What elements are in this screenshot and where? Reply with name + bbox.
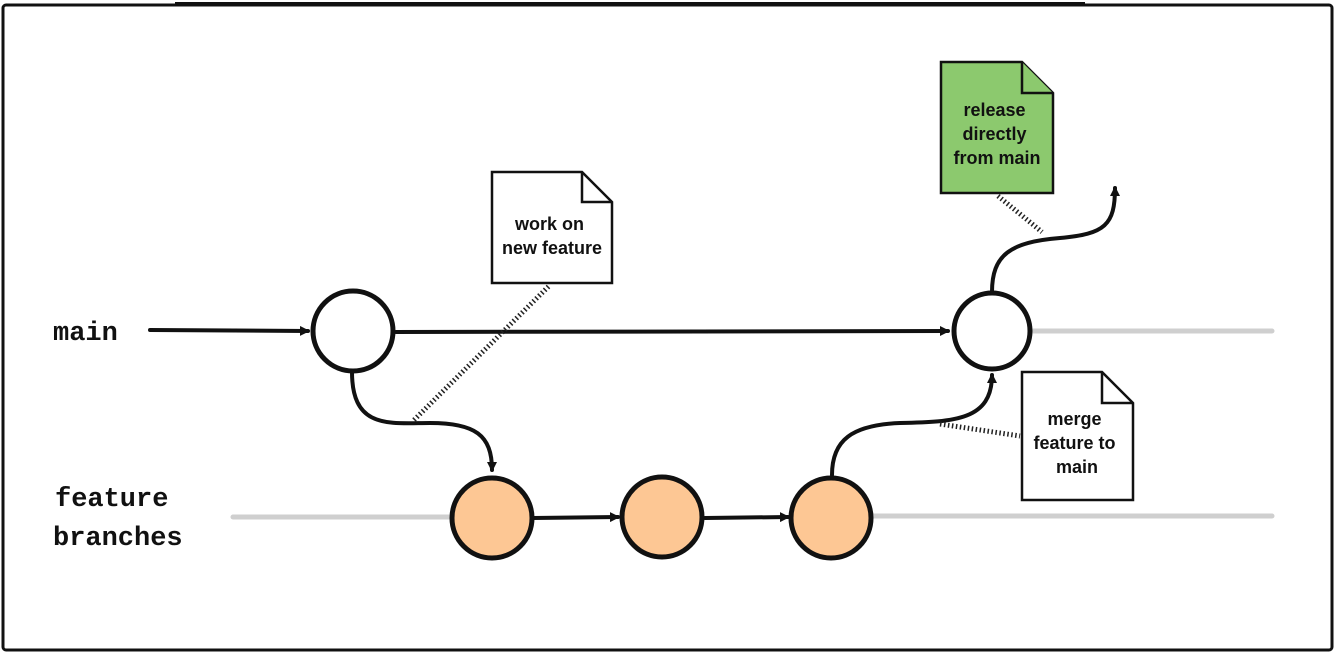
merge-note: merge feature to main (1020, 370, 1135, 502)
work-note-line1: work on (514, 214, 584, 234)
main-commit-1 (310, 288, 396, 374)
release-note-paper (939, 60, 1055, 195)
branch-off-arrow (350, 370, 497, 472)
release-note-line1: release (963, 100, 1025, 120)
feature-commit-3 (788, 475, 874, 561)
feature-commit-2 (619, 474, 705, 560)
main-entry-arrow (148, 325, 310, 336)
release-note-line2: directly (962, 124, 1026, 144)
release-note-line3: from main (953, 148, 1040, 168)
merge-note-line3: main (1056, 457, 1098, 477)
feature-lane-label-line2: branches (53, 524, 183, 554)
merge-note-fold (1100, 372, 1133, 405)
feature-arrow-1 (531, 512, 620, 523)
release-note: release directly from main (939, 60, 1055, 195)
main-commit-2 (951, 290, 1033, 372)
work-note-line2: new feature (502, 238, 602, 258)
feature-lane-label-line1: feature (55, 485, 168, 515)
svg-text:merge feature to m: merge feature to main (1033, 409, 1120, 477)
work-note: work on new feature (490, 170, 614, 285)
release-note-connector (996, 194, 1044, 234)
feature-arrow-2 (703, 512, 790, 523)
release-arrow (990, 186, 1120, 294)
feature-commit-1 (449, 475, 535, 561)
merge-note-line2: feature to (1033, 433, 1115, 453)
release-note-fold (1020, 62, 1053, 95)
merge-arrow (830, 373, 997, 477)
svg-text:work on new feature: work on new feature (502, 214, 602, 258)
merge-note-connector (939, 421, 1021, 439)
main-to-main-arrow (394, 326, 950, 337)
work-note-connector (412, 283, 552, 422)
merge-note-line1: merge (1047, 409, 1101, 429)
svg-text:release directly f: release directly from main (953, 100, 1040, 168)
main-lane-label: main (53, 319, 118, 349)
work-note-fold (580, 172, 612, 204)
